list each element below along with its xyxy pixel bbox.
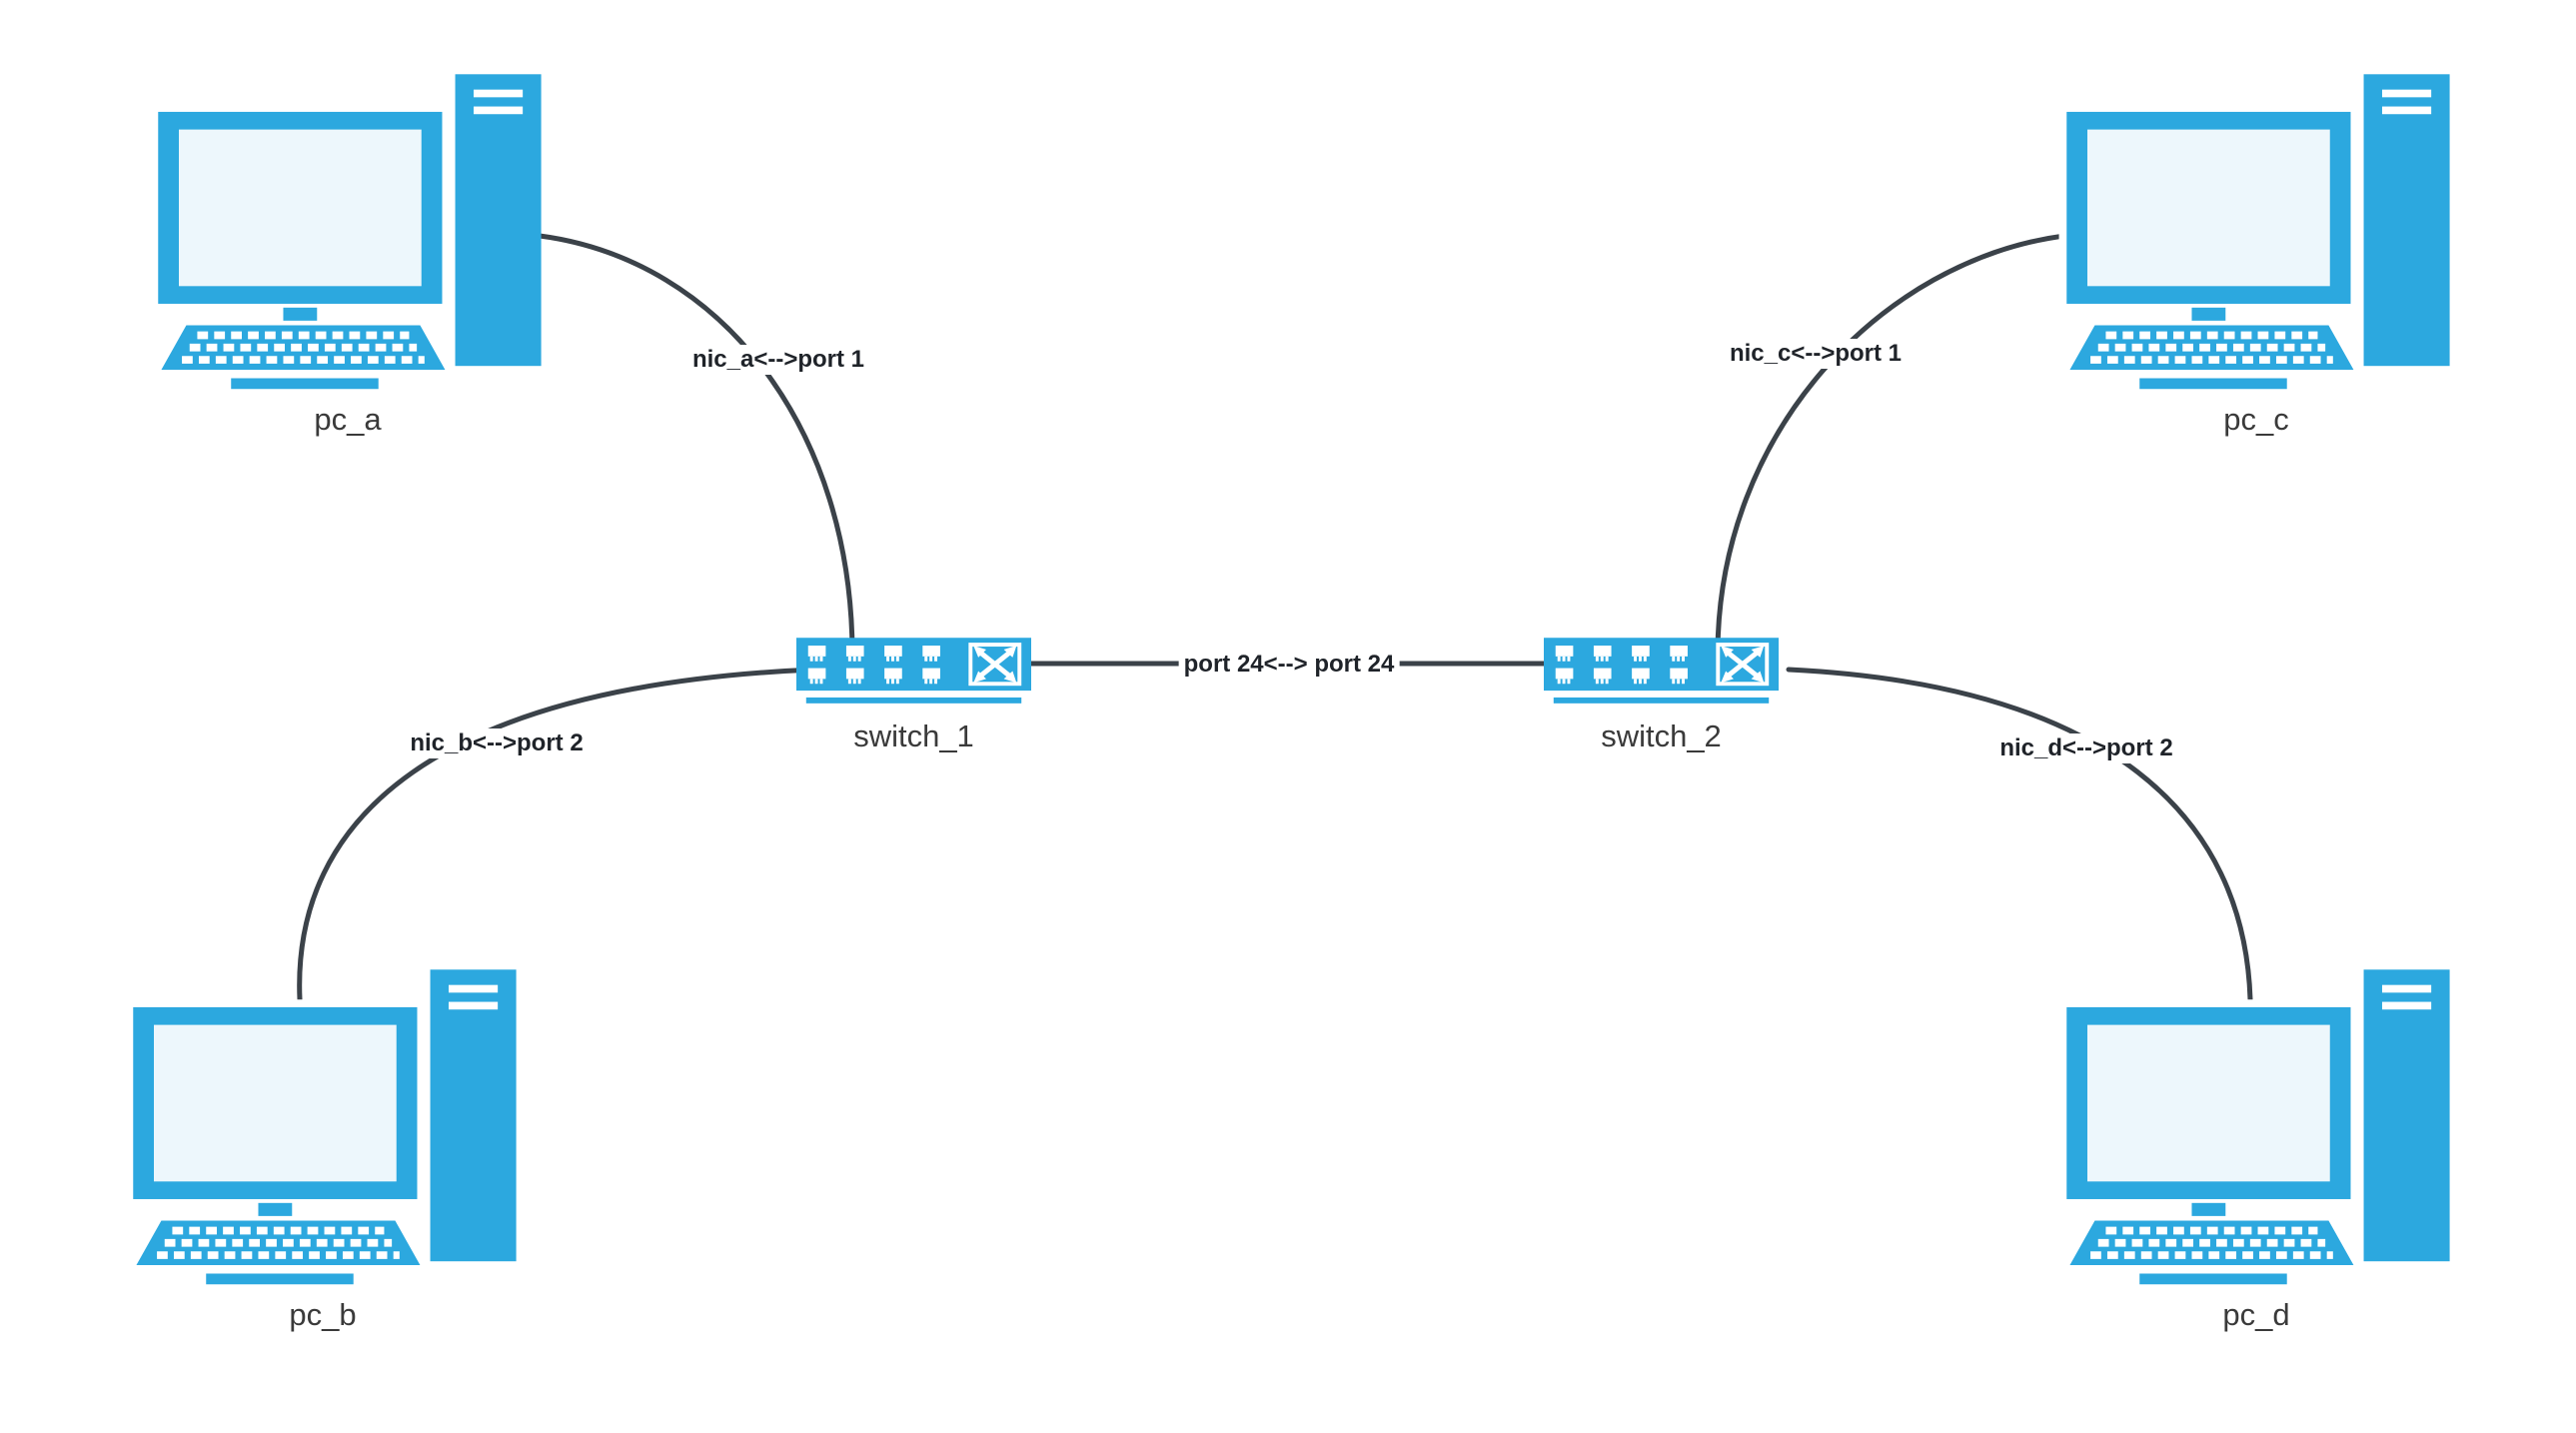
node-label-pc-c: pc_c <box>2223 402 2289 437</box>
node-pc-c: pc_c <box>2056 62 2456 438</box>
node-label-switch-1: switch_1 <box>853 718 974 753</box>
desktop-computer-icon <box>2056 62 2456 400</box>
network-switch-icon <box>796 638 1031 707</box>
node-pc-a: pc_a <box>148 62 548 438</box>
desktop-computer-icon <box>123 957 523 1295</box>
node-label-pc-d: pc_d <box>2222 1297 2290 1332</box>
edge-pc-a-switch-1 <box>537 233 855 658</box>
edge-label-nic-d: nic_d<-->port 2 <box>1994 733 2178 763</box>
desktop-computer-icon <box>148 62 548 400</box>
edge-label-nic-b: nic_b<-->port 2 <box>405 728 589 758</box>
network-switch-icon <box>1544 638 1779 707</box>
node-label-switch-2: switch_2 <box>1601 718 1722 753</box>
edge-pc-c-switch-2 <box>1715 233 2067 658</box>
edge-pc-d-switch-2 <box>1786 667 2253 1002</box>
node-label-pc-a: pc_a <box>314 402 382 437</box>
edge-pc-b-switch-1 <box>297 667 817 1002</box>
desktop-computer-icon <box>2056 957 2456 1295</box>
node-pc-b: pc_b <box>123 957 523 1333</box>
edge-label-trunk: port 24<--> port 24 <box>1178 650 1400 680</box>
node-label-pc-b: pc_b <box>289 1297 357 1332</box>
node-pc-d: pc_d <box>2056 957 2456 1333</box>
node-switch-2: switch_2 <box>1544 638 1779 754</box>
node-switch-1: switch_1 <box>796 638 1031 754</box>
edge-label-nic-c: nic_c<-->port 1 <box>1724 339 1908 369</box>
edge-label-nic-a: nic_a<-->port 1 <box>686 345 870 375</box>
